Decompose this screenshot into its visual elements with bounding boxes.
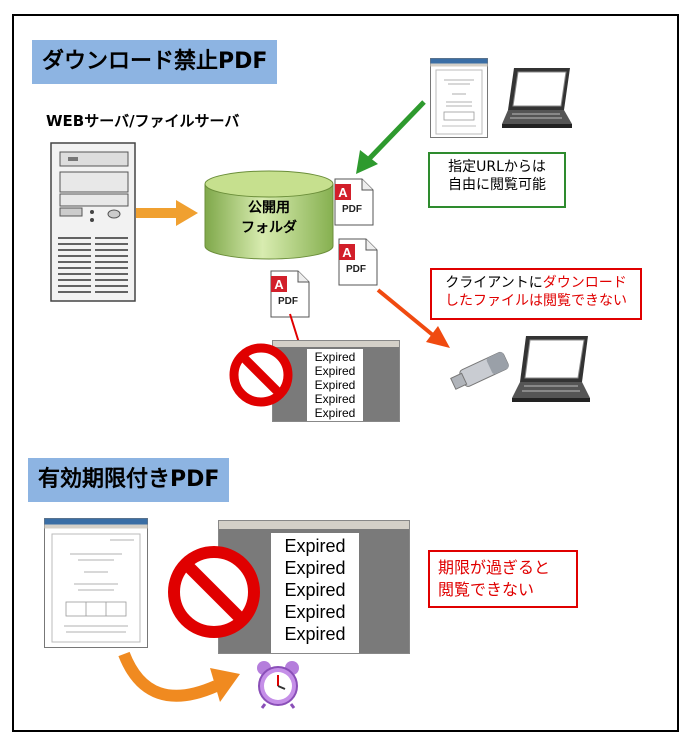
callout-expiry-line1: 期限が過ぎると (438, 558, 551, 577)
section1-title: ダウンロード禁止PDF (32, 40, 278, 84)
expired-line: Expired (284, 536, 346, 556)
pdf-viewer-thumbnail (44, 518, 148, 648)
callout-expiry-line2: 閲覧できない (438, 580, 535, 599)
expired-line: Expired (284, 624, 346, 644)
pdf-label: PDF (346, 264, 366, 275)
public-folder-cylinder (204, 170, 334, 260)
alarm-clock-icon (257, 661, 299, 709)
green-arrow (356, 100, 426, 174)
callout-free-viewing-line1: 指定URLからは (448, 159, 546, 175)
folder-label-line1: 公開用 (248, 200, 290, 216)
red-arrow-to-client (376, 288, 450, 348)
expired-line: Expired (314, 378, 356, 392)
expired-viewer-small: Expired Expired Expired Expired Expired (272, 340, 400, 422)
expired-line: Expired (314, 392, 356, 406)
expired-text-block: Expired Expired Expired Expired Expired (271, 533, 359, 653)
expired-text-block: Expired Expired Expired Expired Expired (307, 349, 363, 421)
callout-free-viewing: 指定URLからは 自由に閲覧可能 (428, 152, 566, 208)
arrow-server-to-folder (136, 200, 198, 226)
svg-text:A: A (342, 245, 352, 260)
pdf-file-icon: A PDF (338, 238, 378, 286)
pdf-file-icon: A PDF (270, 270, 310, 318)
folder-label: 公開用 フォルダ (204, 198, 334, 242)
callout-download-blocked: クライアントにダウンロード したファイルは閲覧できない (430, 268, 642, 320)
expired-line: Expired (284, 580, 346, 600)
expired-line: Expired (284, 558, 346, 578)
section2-title: 有効期限付きPDF (28, 458, 230, 502)
prohibited-icon (168, 546, 260, 638)
laptop-icon (502, 68, 572, 128)
expired-viewer-large: Expired Expired Expired Expired Expired (218, 520, 410, 654)
folder-label-line2: フォルダ (241, 220, 297, 236)
pdf-viewer-thumbnail (430, 58, 488, 138)
diagram-frame (12, 14, 679, 732)
pdf-label: PDF (342, 204, 362, 215)
callout-download-blocked-line2: したファイルは閲覧できない (445, 293, 627, 309)
callout-download-blocked-line1b: ダウンロード (542, 275, 627, 291)
pdf-label: PDF (278, 296, 298, 307)
expired-line: Expired (314, 350, 356, 364)
callout-expiry: 期限が過ぎると 閲覧できない (428, 550, 578, 608)
usb-drive-icon (450, 351, 509, 390)
callout-free-viewing-line2: 自由に閲覧可能 (448, 177, 546, 193)
expired-line: Expired (314, 406, 356, 420)
svg-text:A: A (338, 185, 348, 200)
expired-line: Expired (284, 602, 346, 622)
svg-text:A: A (274, 277, 284, 292)
server-tower-icon (50, 142, 136, 302)
server-label: WEBサーバ/ファイルサーバ (46, 112, 240, 130)
expired-line: Expired (314, 364, 356, 378)
pdf-file-icon: A PDF (334, 178, 374, 226)
curved-arrow (118, 651, 240, 702)
callout-download-blocked-line1a: クライアントに (445, 275, 543, 291)
laptop-icon (512, 336, 590, 402)
prohibited-icon (229, 343, 293, 407)
